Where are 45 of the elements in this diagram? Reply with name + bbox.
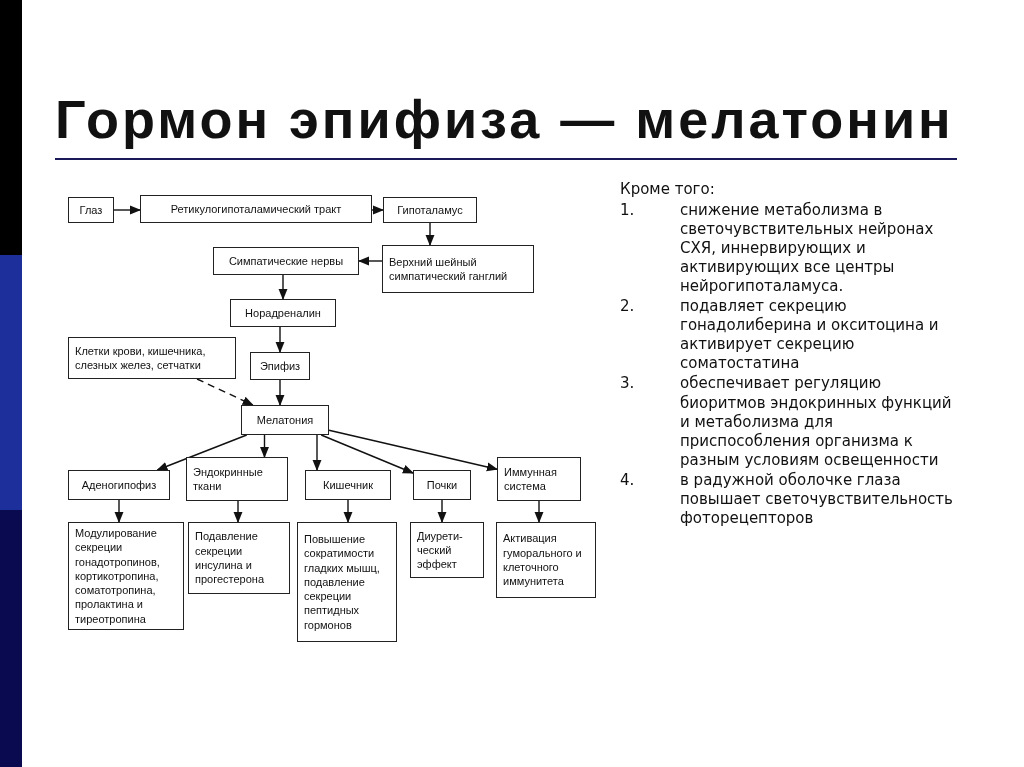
note-heading: Кроме того:: [620, 180, 716, 200]
arrow: [275, 379, 285, 407]
process-box: Ретикулогипоталамический тракт: [140, 195, 372, 223]
process-box: Норадреналин: [230, 299, 336, 327]
list-number: 1.: [620, 201, 636, 222]
list-number: 2.: [620, 297, 636, 318]
list-number: 3.: [620, 374, 636, 395]
arrow: [328, 429, 499, 472]
process-box: Кишечник: [305, 470, 391, 500]
arrow: [534, 500, 544, 524]
arrow: [371, 205, 385, 215]
arrow: [278, 274, 288, 301]
arrow: [114, 499, 124, 524]
arrow: [113, 205, 142, 215]
process-box: Глаз: [68, 197, 114, 223]
process-box: Мелатония: [241, 405, 329, 435]
process-box: Симпатические нервы: [213, 247, 359, 275]
slide-title: Гормон эпифиза — мелатонин: [55, 88, 955, 150]
arrow: [312, 434, 322, 472]
arrow: [357, 256, 383, 266]
note-text: снижение метаболизма в светочувствительных нейронах СХЯ, иннервирующих и активирующих все центры нейрогипоталамуса.: [680, 201, 935, 297]
arrow: [275, 326, 285, 354]
process-box: Почки: [413, 470, 471, 500]
arrow: [343, 499, 353, 524]
process-box: Подавление секреции инсулина и прогестерона: [188, 522, 290, 594]
arrow: [196, 378, 254, 406]
arrow: [233, 500, 243, 524]
process-box: Аденогипофиз: [68, 470, 170, 500]
arrow: [320, 434, 415, 474]
process-box: Клетки крови, кишечника, слезных желез, сетчатки: [68, 337, 236, 379]
process-box: Верхний шейный симпатический ганглий: [382, 245, 534, 293]
arrow: [437, 499, 447, 524]
arrow: [425, 222, 435, 247]
arrow: [156, 434, 248, 471]
process-box: Гипоталамус: [383, 197, 477, 223]
process-box: Модулирование секреции гонадотропинов, кортикотропина, соматотропина, пролактина и тиреотропина: [68, 522, 184, 630]
process-box: Эндокринные ткани: [186, 457, 288, 501]
process-box: Активация гуморального и клеточного иммунитета: [496, 522, 596, 598]
note-text: в радужной оболочке глаза повышает светочувствительность фоторецепторов: [680, 470, 954, 528]
process-box: Повышение сократимости гладких мышц, подавление секреции пептидных гормонов: [297, 522, 397, 642]
list-number: 4.: [620, 470, 636, 491]
process-box: Диурети- ческий эффект: [410, 522, 484, 578]
arrow: [260, 434, 269, 459]
process-box: Иммунная система: [497, 457, 581, 501]
process-box: Эпифиз: [250, 352, 310, 380]
